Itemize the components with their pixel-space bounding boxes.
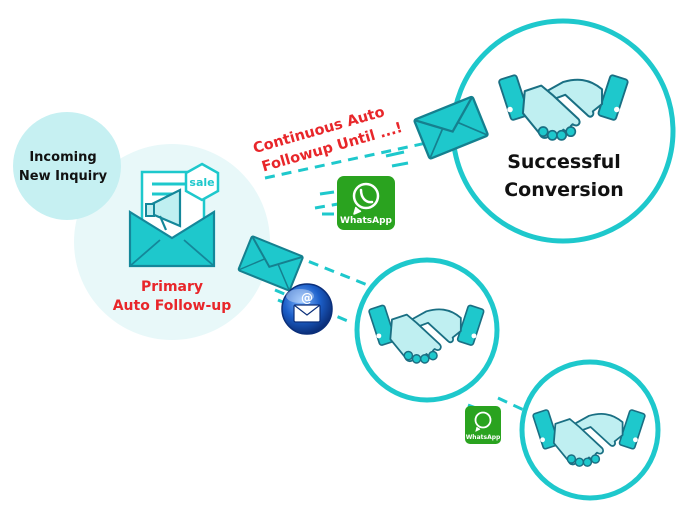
incoming-node-title-line1: Incoming (29, 150, 96, 165)
incoming-node-title-line2: New Inquiry (19, 169, 108, 184)
whatsapp-label-small: WhatsApp (466, 434, 501, 441)
connector-lower-to-small (497, 396, 529, 414)
megaphone-mail-icon (128, 170, 216, 268)
conversion-node-title-line2: Conversion (504, 179, 624, 201)
followup-handshake-node-2 (519, 359, 661, 501)
whatsapp-icon: WhatsApp (337, 176, 395, 230)
conversion-node-title-line1: Successful (507, 151, 621, 173)
followup-handshake-node-1 (354, 257, 500, 403)
sale-tag-icon: sale (184, 162, 220, 202)
email-at-symbol: @ (301, 291, 313, 305)
connector-primary-to-conversion (264, 138, 441, 180)
primary-node-title-line1: Primary (141, 279, 203, 295)
incoming-inquiry-node: Incoming New Inquiry (13, 112, 121, 220)
sale-tag-label: sale (189, 176, 214, 189)
successful-conversion-node: Successful Conversion (450, 18, 676, 244)
email-globe-icon: @ (281, 283, 333, 335)
incoming-node-circle (13, 112, 121, 220)
followup-node-2-circle (519, 359, 661, 501)
primary-node-title-line2: Auto Follow-up (113, 298, 232, 314)
whatsapp-label-large: WhatsApp (340, 216, 392, 226)
followup-node-1-circle (354, 257, 500, 403)
whatsapp-icon: WhatsApp (465, 406, 501, 444)
primary-followup-node: sale Primary Auto Follow-up (74, 144, 270, 340)
connector-whatsapp-left (314, 202, 339, 210)
continuous-followup-label: Continuous Auto Followup Until ...! (251, 104, 404, 175)
